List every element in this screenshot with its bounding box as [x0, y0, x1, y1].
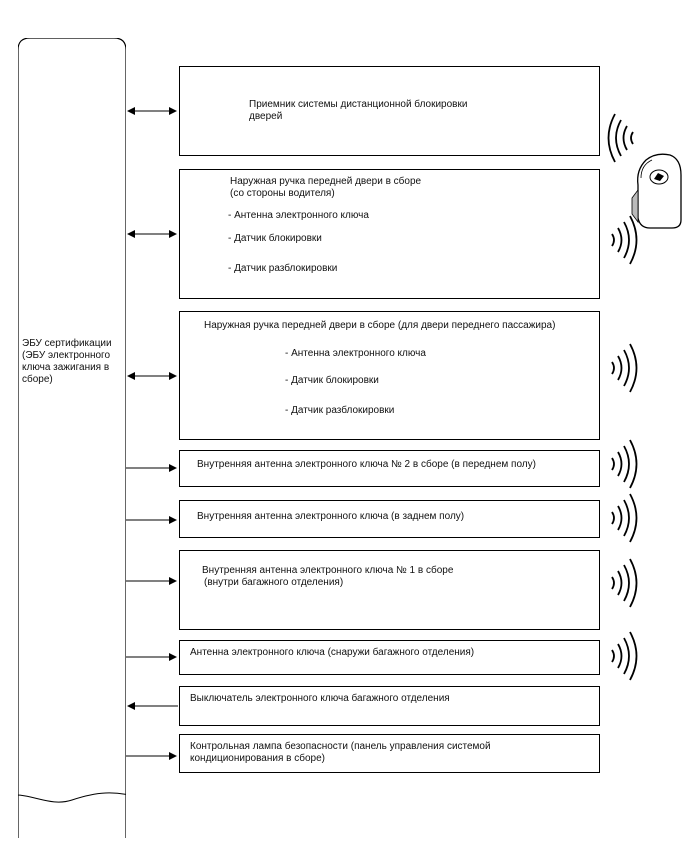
component-item: - Датчик разблокировки — [228, 263, 338, 274]
component-title: Внутренняя антенна электронного ключа № … — [197, 459, 536, 470]
component-subtitle: кондиционирования в сборе) — [190, 753, 325, 764]
radio-wave-icon — [607, 113, 634, 163]
key-fob-icon — [631, 153, 682, 229]
ecu-label-line: ключа зажигания в — [22, 362, 110, 373]
component-box-antenna-front-floor: Внутренняя антенна электронного ключа № … — [179, 450, 600, 487]
radio-wave-icon — [611, 343, 638, 393]
component-title: Внутренняя антенна электронного ключа № … — [202, 565, 454, 576]
component-box-antenna-luggage-outside: Антенна электронного ключа (снаружи бага… — [179, 640, 600, 675]
component-item: - Антенна электронного ключа — [285, 348, 426, 359]
ecu-label: ЭБУ сертификации (ЭБУ электронного ключа… — [22, 338, 126, 386]
ecu-label-line: ЭБУ сертификации — [22, 338, 112, 349]
component-subtitle: дверей — [249, 111, 283, 122]
component-title: Внутренняя антенна электронного ключа (в… — [197, 511, 465, 522]
component-box-security-indicator: Контрольная лампа безопасности (панель у… — [179, 734, 600, 773]
component-box-antenna-luggage-inside: Внутренняя антенна электронного ключа № … — [179, 550, 600, 630]
component-box-door-lock-receiver: Приемник системы дистанционной блокировк… — [179, 66, 600, 156]
component-title: Приемник системы дистанционной блокировк… — [249, 99, 468, 110]
component-item: - Датчик разблокировки — [285, 405, 395, 416]
component-title: Наружная ручка передней двери в сборе (д… — [204, 320, 556, 331]
radio-wave-icon — [611, 558, 638, 608]
component-title: Наружная ручка передней двери в сборе — [230, 176, 422, 187]
radio-wave-icon — [611, 215, 638, 265]
component-title: Антенна электронного ключа (снаружи бага… — [190, 647, 475, 658]
component-item: - Датчик блокировки — [285, 375, 379, 386]
component-box-luggage-switch: Выключатель электронного ключа багажного… — [179, 686, 600, 726]
component-box-driver-door-handle: Наружная ручка передней двери в сборе (с… — [179, 169, 600, 299]
ecu-label-line: (ЭБУ электронного — [22, 350, 111, 361]
component-item: - Датчик блокировки — [228, 233, 322, 244]
radio-wave-icon — [611, 439, 638, 489]
component-subtitle: (со стороны водителя) — [230, 188, 335, 199]
component-box-antenna-rear-floor: Внутренняя антенна электронного ключа (в… — [179, 500, 600, 538]
component-title: Контрольная лампа безопасности (панель у… — [190, 741, 491, 752]
radio-wave-icon — [611, 631, 638, 681]
component-subtitle: (внутри багажного отделения) — [204, 577, 344, 588]
component-box-passenger-door-handle: Наружная ручка передней двери в сборе (д… — [179, 311, 600, 440]
ecu-label-line: сборе) — [22, 374, 53, 385]
component-title: Выключатель электронного ключа багажного… — [190, 693, 450, 704]
ecu-block — [18, 38, 126, 838]
radio-wave-icon — [611, 493, 638, 543]
component-item: - Антенна электронного ключа — [228, 210, 369, 221]
